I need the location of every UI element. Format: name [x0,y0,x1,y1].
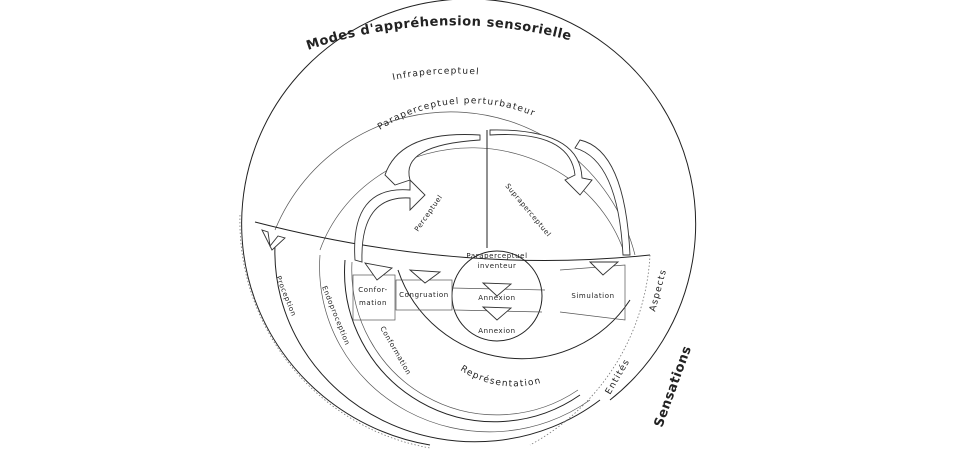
inventeur-label-2: inventeur [477,262,516,270]
arrow-icon [574,139,631,256]
annexion-label-1: Annexion [478,294,515,302]
down-arrows [261,229,620,321]
aspects-label: Aspects [648,268,669,313]
inventeur-label-1: Paraperceptuel [466,252,527,260]
conformation-band-label: Conformation [378,325,412,376]
infra-ring [274,111,636,256]
congruation-label: Congruation [399,291,449,299]
sensations-label: Sensations [652,344,695,430]
arrow-icon [489,129,593,196]
outer-ring [241,0,697,401]
annexion-label-2: Annexion [478,327,515,335]
diagram-title: Modes d'appréhension sensorielle [305,14,574,53]
proception-label: Proception [274,275,298,318]
supraperceptuel-label: Supraperceptuel [503,182,552,238]
conformation-box-label-2: mation [359,299,387,307]
simulation-label: Simulation [571,292,614,300]
perturbateur-label: Paraperceptuel perturbateur [376,96,537,132]
arrow-icon [354,178,426,263]
infraperceptuel-label: Infraperceptuel [392,67,481,83]
perturbateur-ring [319,147,626,256]
representation-label: Représentation [458,364,542,389]
arrow-icon [384,134,481,186]
conformation-box-label-1: Confor- [358,286,388,294]
